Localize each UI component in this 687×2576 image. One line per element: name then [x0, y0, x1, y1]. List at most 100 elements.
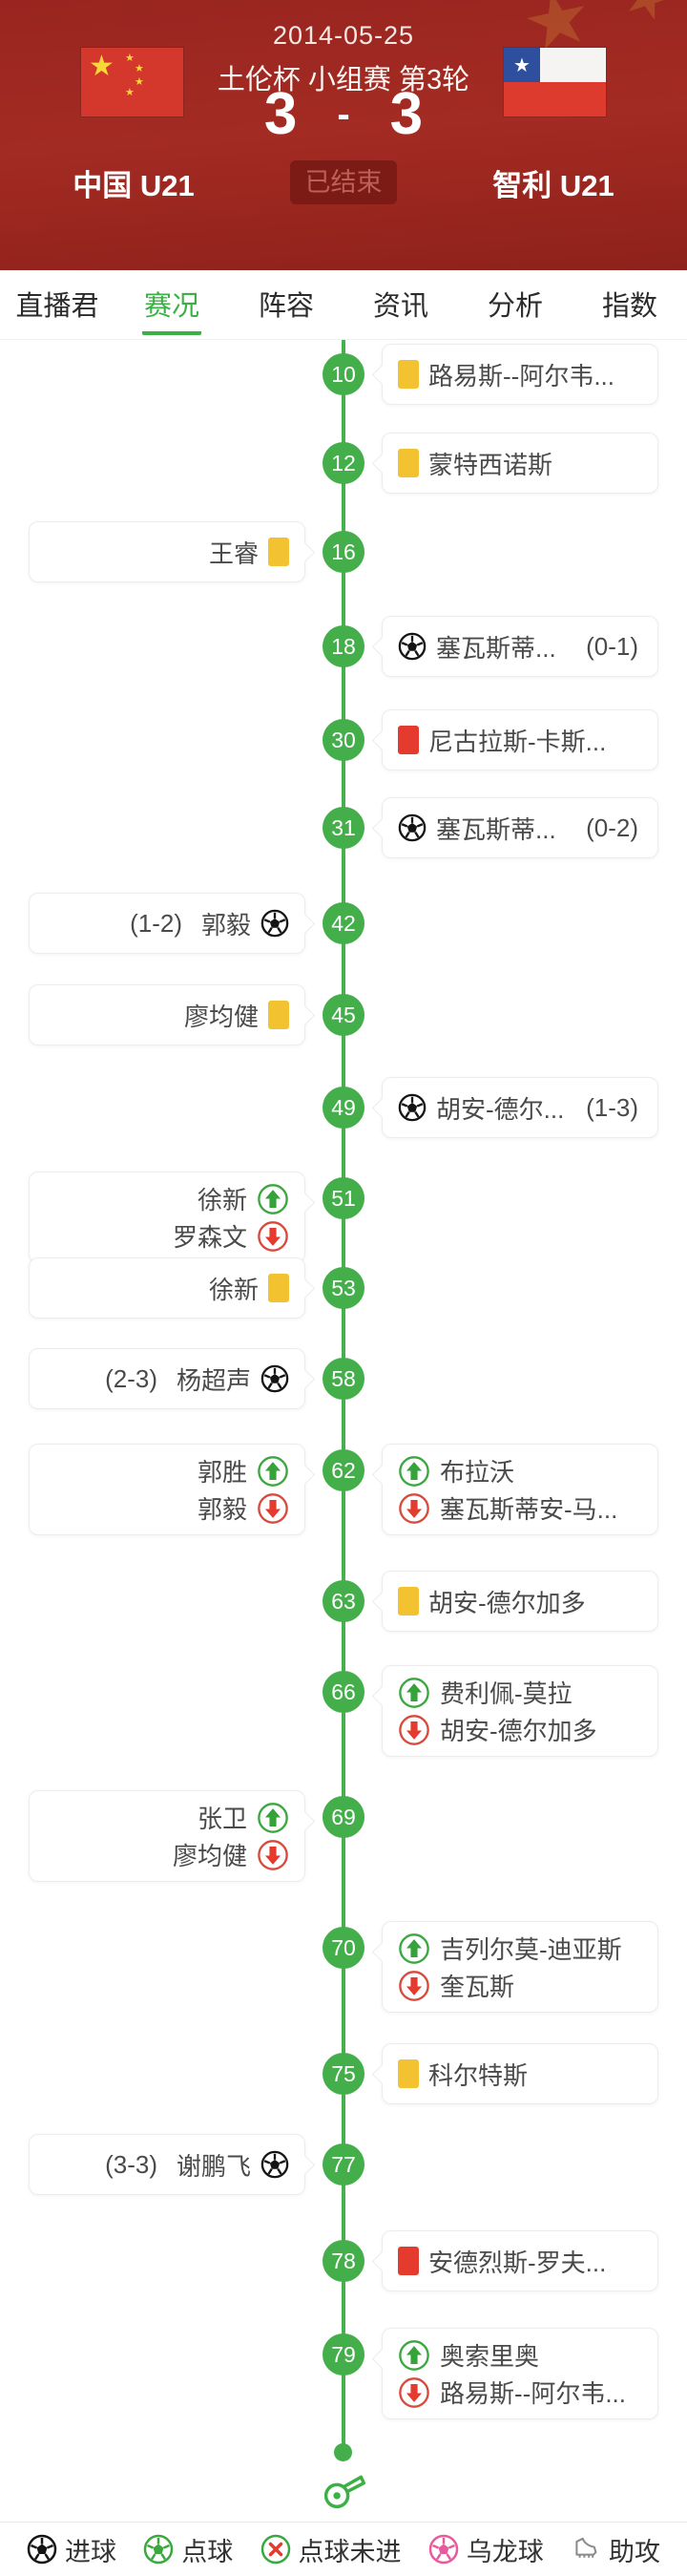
- event-bubble[interactable]: 张卫廖均健: [29, 1790, 316, 1882]
- bubble-arrow: [294, 1277, 316, 1299]
- event-bubble[interactable]: 徐新罗森文: [29, 1172, 316, 1263]
- minute-circle: 79: [323, 2333, 364, 2375]
- bubble-arrow: [294, 541, 316, 563]
- bubble-arrow: [294, 1810, 316, 1832]
- minute-circle: 62: [323, 1449, 364, 1491]
- event-line: 费利佩-莫拉: [398, 1674, 642, 1711]
- sub-out-icon: [257, 1220, 289, 1253]
- score-after-event: (0-2): [586, 813, 638, 842]
- event-bubble[interactable]: 廖均健: [29, 984, 316, 1045]
- sub-in-icon: [398, 1932, 430, 1965]
- tab-news[interactable]: 资讯: [372, 291, 428, 322]
- goal-icon: [260, 909, 289, 938]
- event-bubble[interactable]: 安德烈斯-罗夫...: [371, 2230, 658, 2291]
- sub-out-icon: [257, 1839, 289, 1871]
- home-score: 3: [263, 81, 298, 147]
- match-header: ★ ★ 2014-05-25 土伦杯 小组赛 第3轮 ★ ★ ★ ★ ★ ★ 3…: [0, 0, 687, 270]
- away-team-name: 智利 U21: [492, 169, 614, 202]
- player-name: 科尔特斯: [428, 2060, 529, 2090]
- red-card-icon: [398, 726, 419, 754]
- event-bubble[interactable]: 科尔特斯: [371, 2043, 658, 2104]
- goal-icon: [260, 2150, 289, 2179]
- legend-label: 点球: [181, 2537, 234, 2566]
- minute-circle: 70: [323, 1927, 364, 1969]
- player-name: 郭毅: [200, 910, 251, 940]
- player-name: 安德烈斯-罗夫...: [428, 2248, 607, 2277]
- event-bubble[interactable]: 王睿: [29, 521, 316, 582]
- event-line: 布拉沃: [398, 1452, 642, 1489]
- player-name: 路易斯--阿尔韦...: [440, 2379, 626, 2408]
- player-name: 徐新: [208, 1275, 259, 1304]
- sub-in-icon: [398, 1455, 430, 1488]
- player-name: 费利佩-莫拉: [440, 1679, 572, 1708]
- bubble-arrow: [371, 1097, 393, 1119]
- minute-circle: 53: [323, 1267, 364, 1309]
- sub-in-icon: [257, 1802, 289, 1834]
- sub-out-icon: [398, 2376, 430, 2409]
- event-bubble[interactable]: (2-3)杨超声: [29, 1348, 316, 1409]
- event-bubble[interactable]: 胡安-德尔加多: [371, 1571, 658, 1632]
- bubble-arrow: [371, 729, 393, 751]
- event-bubble[interactable]: 吉列尔莫-迪亚斯奎瓦斯: [371, 1921, 658, 2013]
- event-bubble[interactable]: (3-3)谢鹏飞: [29, 2134, 316, 2195]
- event-bubble[interactable]: 奥索里奥路易斯--阿尔韦...: [371, 2328, 658, 2419]
- own-goal-icon: [428, 2534, 458, 2565]
- yellow-card-icon: [268, 1274, 289, 1302]
- event-bubble[interactable]: 胡安-德尔...(1-3): [371, 1077, 658, 1138]
- player-name: 胡安-德尔加多: [428, 1588, 586, 1617]
- legend-item-own-goal: 乌龙球: [428, 2531, 544, 2568]
- tab-lineup[interactable]: 阵容: [258, 291, 314, 322]
- player-name: 廖均健: [172, 1842, 247, 1870]
- event-bubble[interactable]: 布拉沃塞瓦斯蒂安-马...: [371, 1444, 658, 1535]
- event-bubble[interactable]: 路易斯--阿尔韦...: [371, 344, 658, 405]
- minute-circle: 69: [323, 1796, 364, 1838]
- event-line: 塞瓦斯蒂安-马...: [398, 1489, 642, 1527]
- tab-odds-index[interactable]: 指数: [601, 291, 657, 322]
- player-name: 塞瓦斯蒂...: [436, 633, 556, 663]
- bubble-arrow: [371, 636, 393, 658]
- event-bubble[interactable]: 徐新: [29, 1257, 316, 1319]
- minute-circle: 31: [323, 807, 364, 849]
- player-name: 郭胜: [197, 1458, 247, 1487]
- bubble-arrow: [371, 2063, 393, 2085]
- tab-match-status[interactable]: 赛况: [114, 270, 229, 339]
- player-name: 布拉沃: [440, 1458, 515, 1487]
- player-name: 罗森文: [172, 1223, 247, 1252]
- competition-name: 土伦杯 小组赛 第3轮: [217, 65, 470, 95]
- event-line: 廖均健: [45, 993, 289, 1037]
- event-line: (3-3)谢鹏飞: [45, 2143, 289, 2186]
- event-line: 郭毅: [45, 1489, 289, 1527]
- event-line: 路易斯--阿尔韦...: [398, 2374, 642, 2411]
- red-card-icon: [398, 2247, 419, 2275]
- yellow-card-icon: [398, 360, 419, 389]
- sub-out-icon: [398, 1492, 430, 1525]
- event-line: 安德烈斯-罗夫...: [398, 2239, 642, 2283]
- bubble-arrow: [371, 2348, 393, 2370]
- event-bubble[interactable]: (1-2)郭毅: [29, 893, 316, 954]
- penalty-missed-icon: [260, 2534, 290, 2565]
- legend-label: 进球: [65, 2537, 116, 2566]
- event-line: 蒙特西诺斯: [398, 441, 642, 485]
- tab-analysis[interactable]: 分析: [487, 291, 543, 322]
- sub-out-icon: [398, 1970, 430, 2002]
- event-bubble[interactable]: 费利佩-莫拉胡安-德尔加多: [371, 1665, 658, 1757]
- minute-circle: 77: [323, 2143, 364, 2185]
- tab-live-stream[interactable]: 直播君: [15, 291, 99, 322]
- event-line: 塞瓦斯蒂...(0-1): [398, 624, 642, 668]
- minute-circle: 51: [323, 1177, 364, 1219]
- event-line: 郭胜: [45, 1452, 289, 1489]
- player-name: 塞瓦斯蒂安-马...: [440, 1495, 618, 1524]
- minute-circle: 49: [323, 1087, 364, 1129]
- event-line: (2-3)杨超声: [45, 1357, 289, 1401]
- event-bubble[interactable]: 塞瓦斯蒂...(0-1): [371, 616, 658, 677]
- event-bubble[interactable]: 塞瓦斯蒂...(0-2): [371, 797, 658, 858]
- player-name: 廖均健: [183, 1002, 259, 1031]
- player-name: 谢鹏飞: [176, 2151, 251, 2181]
- player-name: 路易斯--阿尔韦...: [428, 361, 614, 391]
- event-bubble[interactable]: 尼古拉斯-卡斯...: [371, 709, 658, 771]
- sub-out-icon: [257, 1492, 289, 1525]
- minute-circle: 18: [323, 625, 364, 667]
- event-bubble[interactable]: 蒙特西诺斯: [371, 433, 658, 494]
- event-bubble[interactable]: 郭胜郭毅: [29, 1444, 316, 1535]
- bubble-arrow: [371, 1464, 393, 1486]
